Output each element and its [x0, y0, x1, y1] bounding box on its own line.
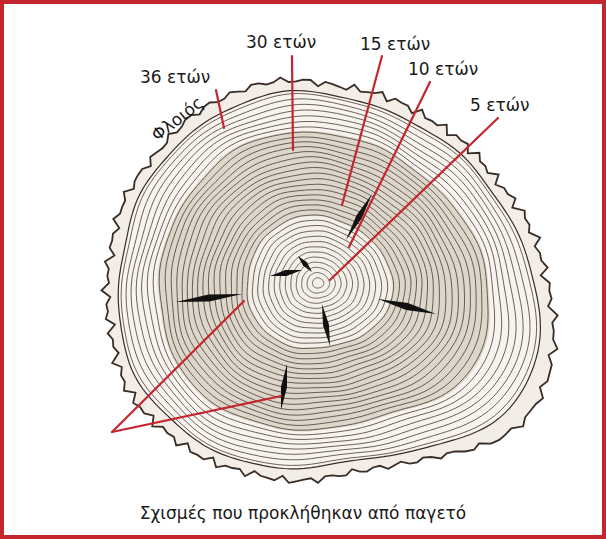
- growth-ring: [126, 99, 530, 460]
- growth-ring: [203, 173, 440, 388]
- frost-crack: [322, 304, 330, 346]
- frost-crack: [176, 294, 242, 302]
- heartwood-band: [158, 131, 490, 432]
- age-label: 36 ετών: [140, 68, 210, 87]
- growth-ring: [142, 116, 509, 444]
- growth-ring: [307, 273, 330, 294]
- leader-line: [292, 56, 293, 150]
- bark: [102, 78, 558, 483]
- age-label: 30 ετών: [246, 33, 316, 52]
- growth-ring: [296, 262, 341, 303]
- age-label: 5 ετών: [470, 96, 529, 115]
- growth-ring: [302, 267, 336, 298]
- growth-ring: [136, 110, 516, 449]
- growth-ring: [280, 247, 359, 319]
- growth-ring: [153, 127, 494, 435]
- frost-crack: [270, 270, 302, 276]
- growth-ring: [291, 257, 347, 308]
- growth-ring: [285, 252, 352, 313]
- growth-ring: [263, 231, 376, 333]
- frost-crack: [346, 194, 372, 240]
- leader-line: [112, 301, 244, 432]
- leader-line: [330, 118, 498, 280]
- growth-ring: [274, 242, 364, 324]
- leader-line: [216, 90, 224, 128]
- growth-ring: [192, 162, 452, 399]
- growth-ring: [121, 94, 536, 466]
- growth-ring: [214, 184, 428, 378]
- age-label: 10 ετών: [408, 60, 478, 79]
- growth-ring: [131, 104, 523, 454]
- pith-area: [248, 216, 392, 348]
- growth-ring: [220, 190, 422, 374]
- growth-ring: [252, 220, 387, 343]
- growth-ring: [226, 195, 417, 369]
- growth-ring: [269, 236, 370, 328]
- growth-ring: [208, 179, 433, 384]
- age-label: 15 ετών: [360, 35, 430, 54]
- growth-ring: [159, 132, 488, 430]
- growth-ring: [187, 157, 458, 405]
- sapwood: [118, 91, 540, 469]
- growth-ring: [198, 168, 446, 394]
- growth-ring: [247, 215, 394, 349]
- frost-crack: [378, 299, 436, 314]
- leader-line: [112, 396, 281, 432]
- growth-ring: [242, 210, 400, 354]
- growth-ring: [313, 278, 324, 288]
- frost-crack: [298, 256, 312, 272]
- growth-ring: [258, 226, 382, 339]
- leader-line: [342, 56, 382, 205]
- caption: Σχισμές που προκλήθηκαν από παγετό: [0, 503, 606, 523]
- frost-crack: [281, 364, 287, 410]
